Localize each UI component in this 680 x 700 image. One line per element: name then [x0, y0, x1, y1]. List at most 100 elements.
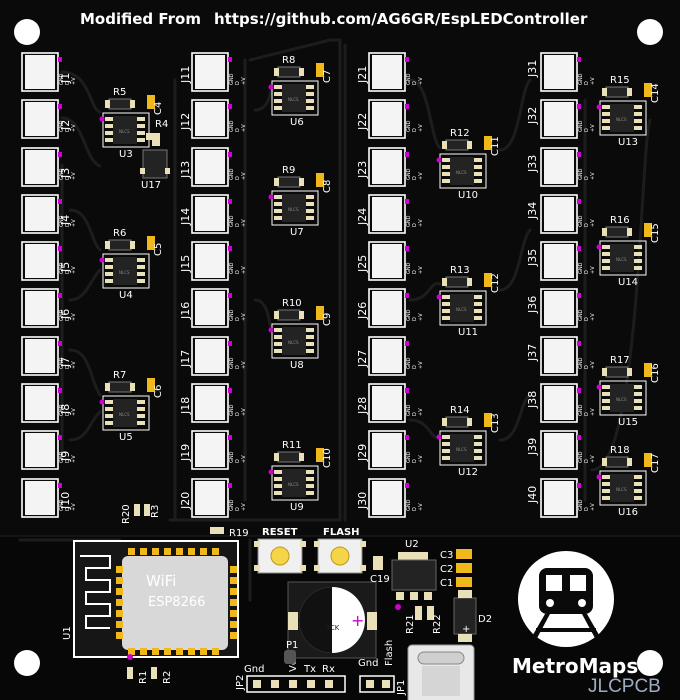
pin-vcc-label: +V	[418, 313, 424, 321]
pin-vcc-label: +V	[590, 124, 596, 132]
pin-gnd-label: GND	[578, 499, 584, 511]
pin-data-label: D	[235, 507, 241, 511]
chip-u7: NLCS	[268, 190, 319, 226]
connector-label: J40	[526, 486, 539, 504]
jlcpcb-watermark: JLCPCB	[588, 676, 661, 697]
resistor-r12: R12	[442, 128, 472, 151]
pin-gnd-label: GND	[406, 499, 412, 511]
connector-label: J19	[179, 444, 192, 462]
pin-vcc-label: +V	[418, 361, 424, 369]
resistor-r8: R8	[274, 55, 304, 78]
chip-label: U15	[618, 417, 638, 428]
r3-label: R3	[150, 505, 161, 518]
pin-vcc-label: +V	[71, 219, 77, 227]
pin-gnd-label: GND	[229, 120, 235, 132]
resistor-r7: R7	[105, 370, 135, 393]
reset-button[interactable]: RESET	[254, 527, 306, 574]
pin-vcc-label: +V	[418, 124, 424, 132]
pin-vcc-label: +V	[241, 361, 247, 369]
r2-label: R2	[162, 671, 173, 684]
pin-data-label: D	[65, 365, 71, 369]
pin-data-label: D	[584, 412, 590, 416]
resistor-label: R11	[282, 440, 302, 451]
pin-data-label: D	[235, 223, 241, 227]
chip-marking: NLCS	[616, 397, 627, 402]
pin-data-label: D	[235, 81, 241, 85]
r20-r3-resistors: R20 R3 R19	[121, 504, 249, 539]
usb-c-connector[interactable]	[407, 644, 475, 700]
c19-label: C19	[370, 574, 390, 585]
pin-vcc-label: +V	[590, 408, 596, 416]
pin-vcc-label: +V	[418, 503, 424, 511]
chip-label: U14	[618, 277, 638, 288]
pin-vcc-label: +V	[418, 408, 424, 416]
pin-gnd-label: GND	[59, 73, 65, 85]
chip-marking: NLCS	[288, 340, 299, 345]
capacitor-label: C16	[650, 363, 661, 383]
pin-gnd-label: GND	[578, 120, 584, 132]
connector-label: J15	[179, 255, 192, 273]
r1-label: R1	[138, 671, 149, 684]
coin-cell-label: YCK	[325, 624, 340, 632]
pin-gnd-label: GND	[59, 168, 65, 180]
pin-gnd-label: GND	[229, 262, 235, 274]
capacitor-c11: C11	[484, 136, 501, 156]
connector-label: J38	[526, 391, 539, 409]
pin-gnd-label: GND	[578, 404, 584, 416]
esp8266-module: WiFi ESP8266 U1 R1 R2	[62, 540, 239, 684]
capacitor-label: C12	[490, 273, 501, 293]
flash-button[interactable]: FLASH	[314, 527, 366, 574]
pin-data-label: D	[584, 270, 590, 274]
chip-label: U3	[119, 149, 133, 160]
pin-vcc-label: +V	[241, 313, 247, 321]
r22-label: R22	[432, 614, 443, 634]
capacitor-label: C11	[490, 136, 501, 156]
chip-u3: NLCS	[99, 112, 150, 148]
flash-label: FLASH	[323, 527, 360, 538]
pin-vcc-label: +V	[71, 313, 77, 321]
